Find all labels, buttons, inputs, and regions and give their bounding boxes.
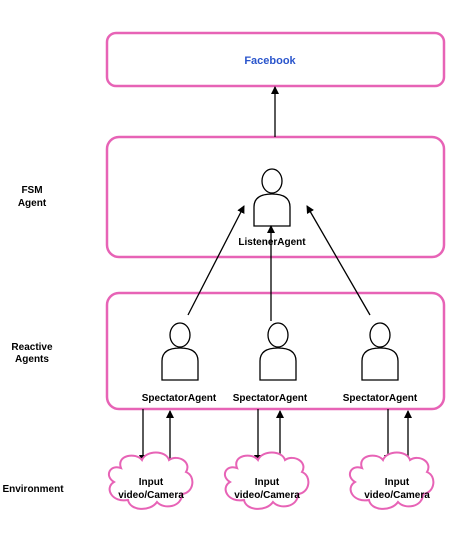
spectator-agent-icon-3 (361, 322, 399, 381)
fsm-agent-label-line2: Agent (18, 198, 47, 209)
spectator-agent-icon-2 (259, 322, 297, 381)
spectator-agent-icon-1 (161, 322, 199, 381)
input-label-2-line1: Input (255, 477, 280, 488)
input-label-1-line1: Input (139, 477, 164, 488)
reactive-agents-label-line1: Reactive (11, 342, 53, 353)
input-label-2-line2: video/Camera (234, 490, 300, 501)
input-label-1-line2: video/Camera (118, 490, 184, 501)
spectator-agent-label-3: SpectatorAgent (343, 393, 418, 404)
arrow-spectator3-to-listener (306, 205, 371, 316)
listener-agent-label: ListenerAgent (238, 237, 306, 248)
input-cloud-1 (107, 451, 194, 510)
input-cloud-3 (348, 451, 435, 510)
facebook-label: Facebook (244, 55, 296, 67)
listener-agent-icon (253, 168, 291, 227)
spectator-agent-label-1: SpectatorAgent (142, 393, 217, 404)
reactive-agents-label-line2: Agents (15, 354, 49, 365)
input-label-3-line1: Input (385, 477, 410, 488)
fsm-agent-label-line1: FSM (21, 185, 42, 196)
arrow-spectator1-to-listener (187, 205, 245, 316)
input-cloud-2 (223, 451, 310, 510)
environment-label: Environment (2, 484, 64, 495)
input-label-3-line2: video/Camera (364, 490, 430, 501)
spectator-agent-label-2: SpectatorAgent (233, 393, 308, 404)
